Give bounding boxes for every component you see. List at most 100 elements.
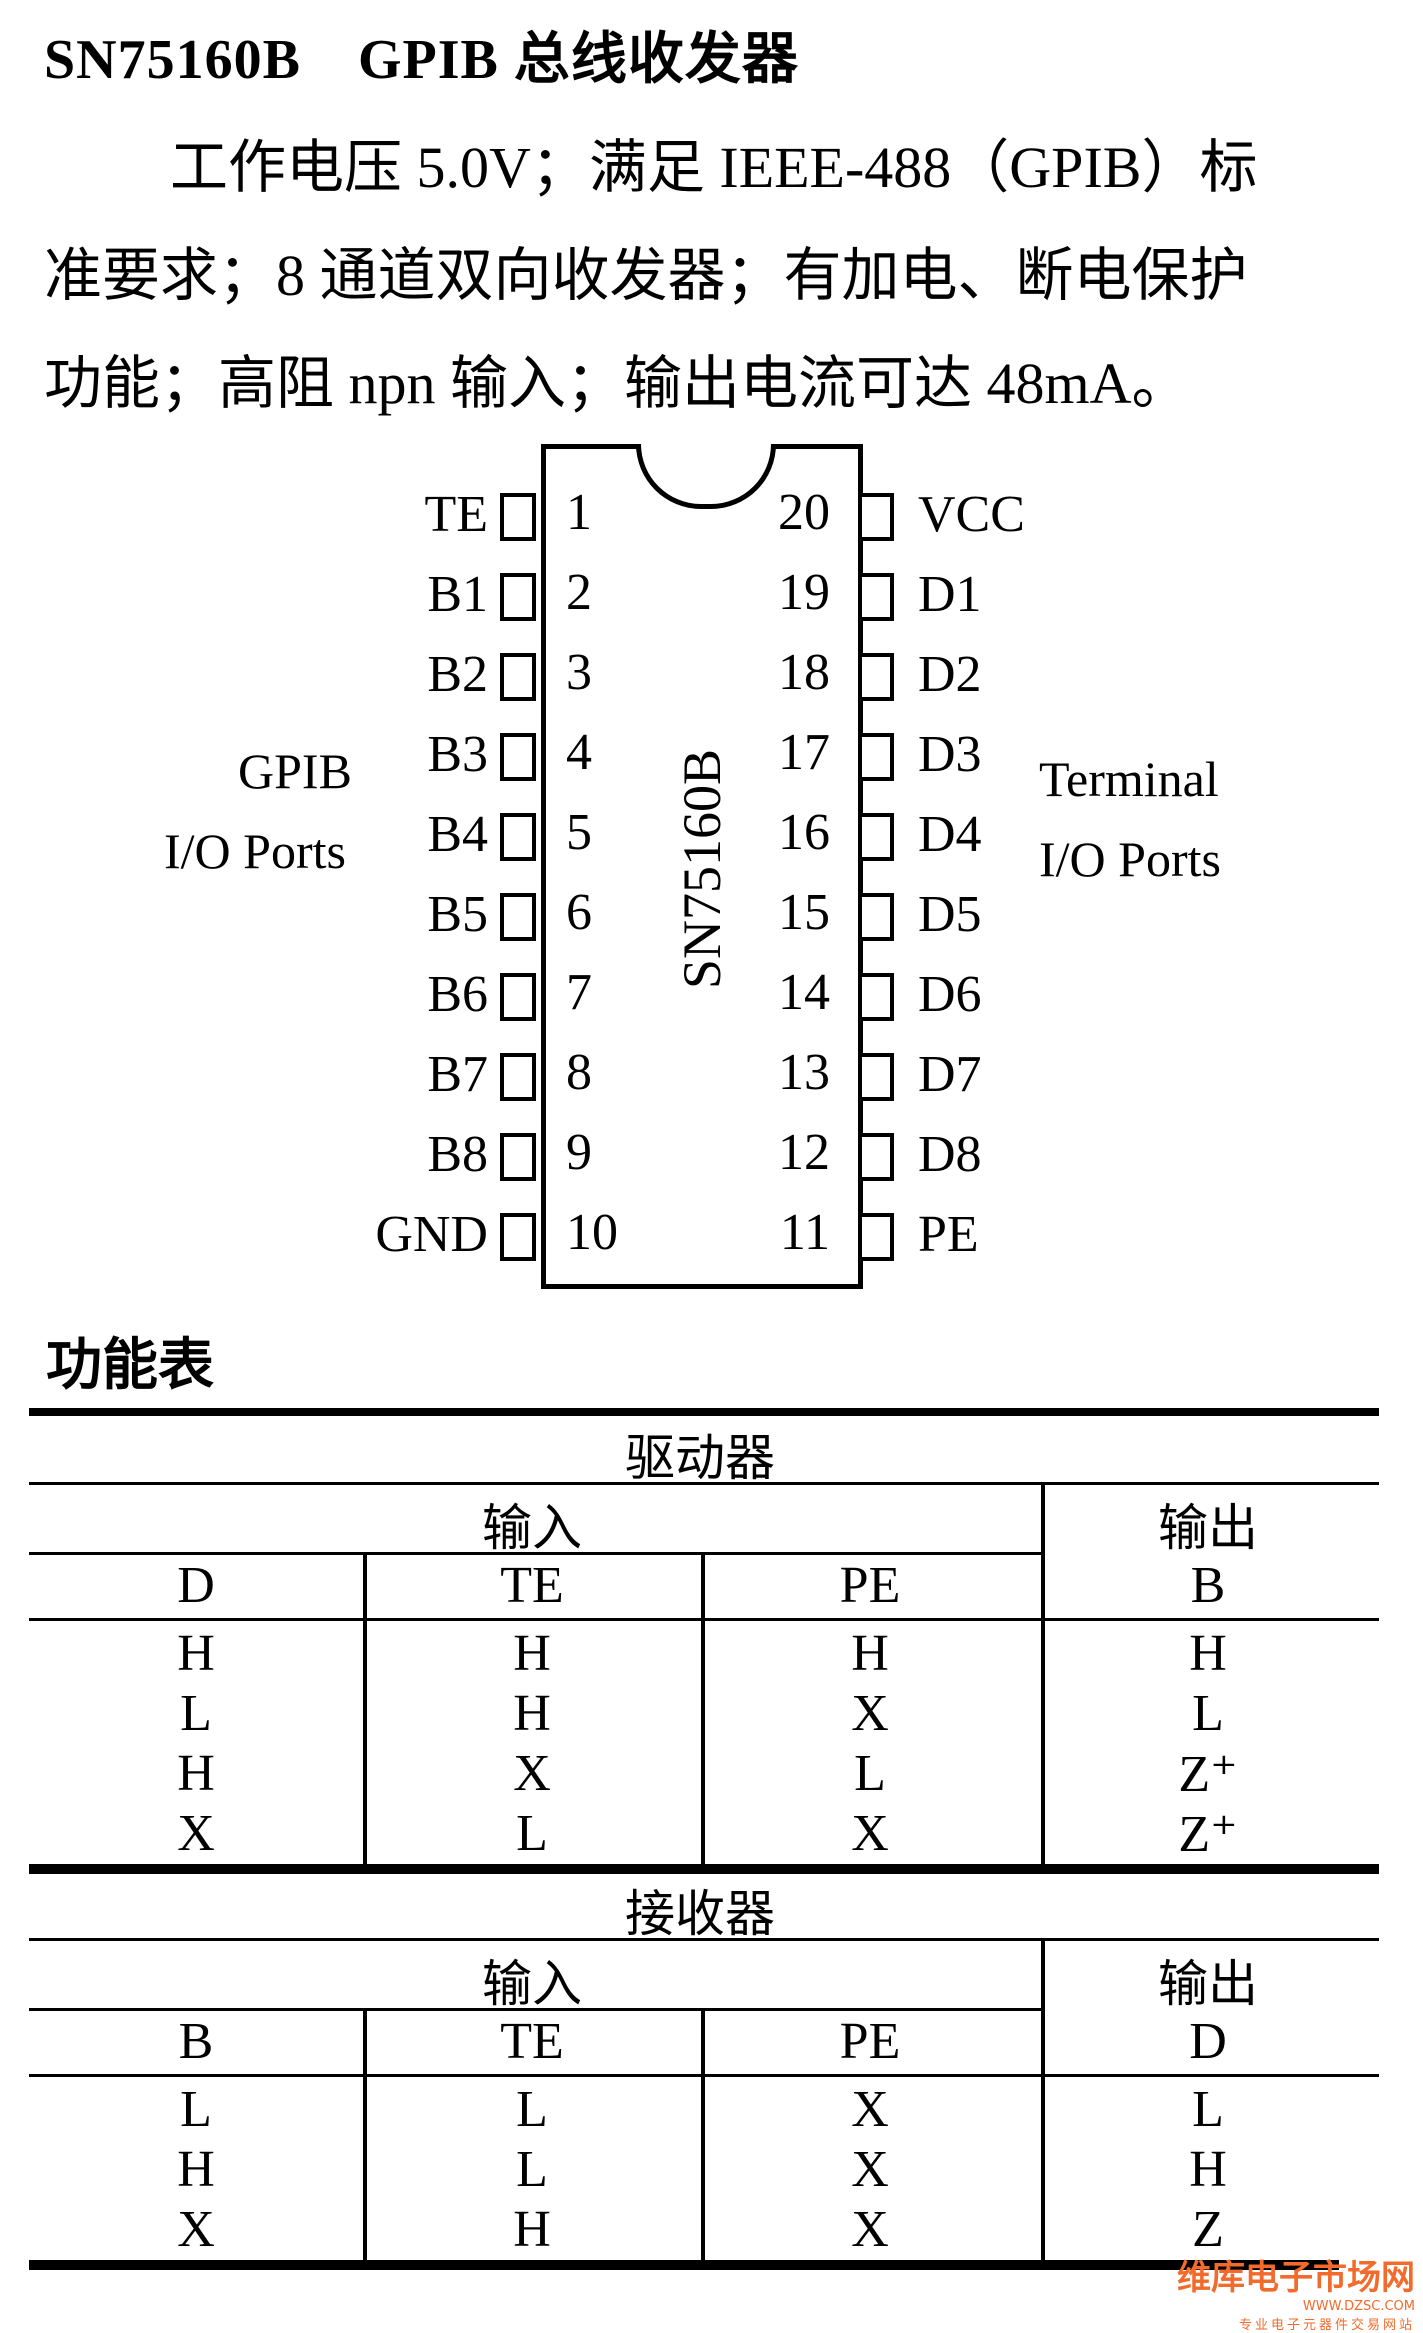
pin-label: D3 [918,726,982,783]
pin-number: 2 [566,564,592,621]
table-cell: X [851,1685,889,1742]
watermark-slogan: 专业电子元器件交易网站 [1238,2318,1415,2333]
table-cell: X [851,1805,889,1862]
table-divider [29,1482,1379,1485]
table-cell: L [516,2081,548,2138]
table-cell: H [1189,1625,1227,1682]
pin-number: 14 [778,964,830,1021]
pin-box [500,733,536,781]
watermark-url: WWW.DZSC.COM [1302,2299,1415,2314]
outputs-label: 输出 [1158,1500,1258,1556]
table-cell: H [513,2201,551,2258]
column-header: PE [839,2013,901,2070]
pin-label: B1 [427,566,488,623]
pin-box [858,653,894,701]
pin-label: B2 [427,646,488,703]
table-cell: L [180,2081,212,2138]
pin-box [500,1053,536,1101]
pin-number: 15 [778,884,830,941]
pin-box [500,1213,536,1261]
column-header: D [177,1557,215,1614]
pin-label: D2 [918,646,982,703]
left-group-label-1: GPIB [238,743,352,799]
pin-number: 7 [566,964,592,1021]
pin-box [858,1213,894,1261]
table-cell: L [1192,2081,1224,2138]
pin-box [500,653,536,701]
inputs-label: 输入 [482,1500,582,1556]
column-divider [701,1552,705,1864]
pin-label: D5 [918,886,982,943]
column-divider [1041,1938,1045,2260]
pin-label: D4 [918,806,982,863]
pin-label: B5 [427,886,488,943]
table-cell: X [851,2141,889,2198]
pin-label: D8 [918,1126,982,1183]
table-cell: X [177,2201,215,2258]
pin-number: 19 [778,564,830,621]
pin-number: 9 [566,1124,592,1181]
section-title: 驱动器 [625,1430,775,1486]
table-cell: L [180,1685,212,1742]
pin-box [858,733,894,781]
chip-notch [636,444,776,509]
pin-label: GND [375,1206,488,1263]
column-header: TE [500,1557,564,1614]
pin-label: PE [918,1206,979,1263]
pin-number: 12 [778,1124,830,1181]
inputs-label: 输入 [482,1956,582,2012]
pin-number: 20 [778,484,830,541]
pin-number: 18 [778,644,830,701]
pin-number: 11 [779,1204,830,1261]
table-divider [29,2008,1041,2011]
pin-box [500,973,536,1021]
table-cell: Z [1192,2201,1224,2258]
section-title: 接收器 [625,1886,775,1942]
watermark: 维库电子市场网 WWW.DZSC.COM 专业电子元器件交易网站 [1177,2250,1415,2333]
column-divider [363,2008,367,2260]
left-group-label-2: I/O Ports [164,823,346,879]
table-cell: X [177,1805,215,1862]
column-header: PE [839,1557,901,1614]
table-cell: Z⁺ [1178,1746,1238,1803]
pin-box [858,813,894,861]
page-title: SN75160B GPIB 总线收发器 [44,29,799,91]
watermark-brand: 维库电子市场网 [1177,2258,1415,2298]
column-header: B [1190,1557,1226,1614]
pin-box [500,573,536,621]
pin-number: 16 [778,804,830,861]
table-cell: H [1189,2141,1227,2198]
pin-box [858,1133,894,1181]
description-line-1: 工作电压 5.0V；满足 IEEE-488（GPIB）标 [170,135,1258,200]
pin-label: TE [424,486,488,543]
pin-box [858,973,894,1021]
pin-number: 17 [778,724,830,781]
table-cell: X [513,1745,551,1802]
column-divider [701,2008,705,2260]
pin-box [500,1133,536,1181]
table-cell: L [516,2141,548,2198]
right-group-label-1: Terminal [1039,751,1219,807]
table-cell: L [854,1745,886,1802]
pin-box [500,493,536,541]
pin-label: B8 [427,1126,488,1183]
table-divider-thick [29,2260,1339,2270]
column-header: D [1189,2013,1227,2070]
pin-label: B4 [427,806,488,863]
pin-label: D6 [918,966,982,1023]
table-cell: Z⁺ [1178,1806,1238,1863]
column-header: B [178,2013,214,2070]
description-line-3: 功能；高阻 npn 输入；输出电流可达 48mA。 [44,351,1190,416]
column-header: TE [500,2013,564,2070]
table-cell: H [513,1685,551,1742]
function-table-heading: 功能表 [46,1335,214,1397]
table-cell: X [851,2201,889,2258]
table-cell: H [177,1625,215,1682]
pin-box [858,493,894,541]
pin-box [858,1053,894,1101]
chip-name: SN75160B [672,748,732,990]
table-cell: L [516,1805,548,1862]
table-cell: H [513,1625,551,1682]
pin-number: 8 [566,1044,592,1101]
pin-box [500,813,536,861]
